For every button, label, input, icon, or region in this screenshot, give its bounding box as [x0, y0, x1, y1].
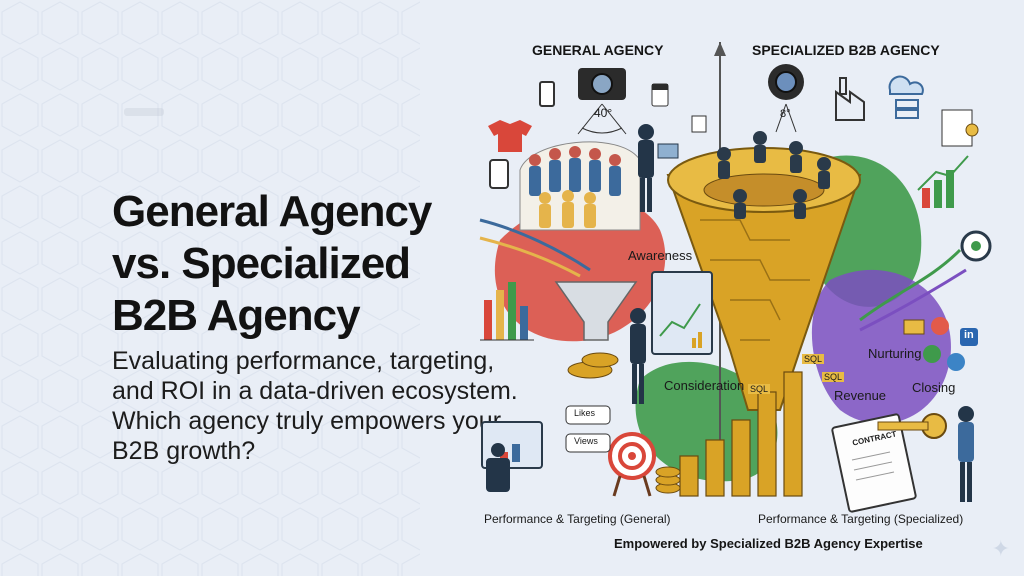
watermark-logo [122, 104, 166, 120]
stage-awareness: Awareness [628, 248, 693, 263]
right-performance-caption: Performance & Targeting (Specialized) [758, 512, 964, 526]
sql-tag: SQL [822, 372, 845, 382]
purple-splash [811, 269, 951, 424]
footer-tagline: Empowered by Specialized B2B Agency Expe… [614, 536, 923, 551]
camera-icon-specialized [768, 64, 804, 133]
at-icon [931, 317, 949, 335]
sql-tag: SQL [748, 384, 771, 394]
analyst-figure [630, 308, 646, 404]
left-column-header: GENERAL AGENCY [532, 42, 664, 58]
whatsapp-icon [923, 345, 941, 363]
red-splash [494, 197, 666, 342]
cup-icon [691, 115, 707, 133]
views-label: Views [574, 436, 598, 446]
stage-consideration: Consideration [664, 378, 745, 393]
illustration-canvas [479, 42, 992, 513]
telegram-icon [947, 353, 965, 371]
golden-key [877, 413, 947, 439]
target-icon [608, 432, 656, 497]
views-bubble [565, 433, 611, 453]
small-funnel [554, 281, 638, 341]
stage-closing: Closing [912, 380, 956, 395]
stage-revenue: Revenue [834, 388, 887, 403]
slide-subtitle: Evaluating performance, targeting, and R… [112, 347, 518, 465]
coin-stack [655, 466, 681, 494]
specialized-camera-angle: 8° [780, 108, 791, 120]
circuit-lines [700, 219, 810, 341]
sql-tag: SQL [802, 354, 825, 364]
cloud-server-icon [888, 75, 924, 119]
general-crowd [519, 141, 641, 231]
growth-chart-icon [917, 155, 969, 208]
gold-bar-growth [679, 371, 803, 497]
coins-pile [567, 352, 619, 379]
presenter-figure [638, 124, 679, 212]
sparkle-icon: ✦ [991, 536, 1010, 561]
closing-figure [958, 406, 974, 502]
tshirt-icon [488, 120, 532, 152]
linkedin-icon [960, 328, 978, 346]
target-icon-right [960, 230, 992, 262]
left-performance-caption: Performance & Targeting (General) [484, 512, 671, 526]
factory-icon [835, 77, 865, 121]
envelope-icon [903, 319, 925, 335]
laptop-user [481, 421, 543, 492]
phone-icon-2 [489, 159, 509, 189]
left-bar-chart [480, 282, 534, 341]
contract-document [831, 413, 917, 513]
comparison-illustration: GENERAL AGENCY SPECIALIZED B2B AGENCY 40… [440, 20, 1024, 576]
right-column-header: SPECIALIZED B2B AGENCY [752, 42, 940, 58]
flow-arrows [479, 218, 967, 332]
camera-icon-general [577, 68, 627, 135]
stage-nurturing: Nurturing [868, 346, 922, 361]
dashboard-screen [651, 271, 713, 355]
linkedin-label: in [964, 329, 974, 341]
boardroom-team [717, 131, 831, 219]
likes-bubble [565, 405, 611, 425]
coffee-cup-icon [651, 83, 669, 107]
phone-icon [539, 81, 555, 107]
contract-key-icon [941, 109, 979, 147]
general-camera-angle: 40° [594, 106, 613, 120]
slide-title: General Agency vs. Specialized B2B Agenc… [112, 187, 432, 340]
likes-label: Likes [574, 408, 596, 418]
